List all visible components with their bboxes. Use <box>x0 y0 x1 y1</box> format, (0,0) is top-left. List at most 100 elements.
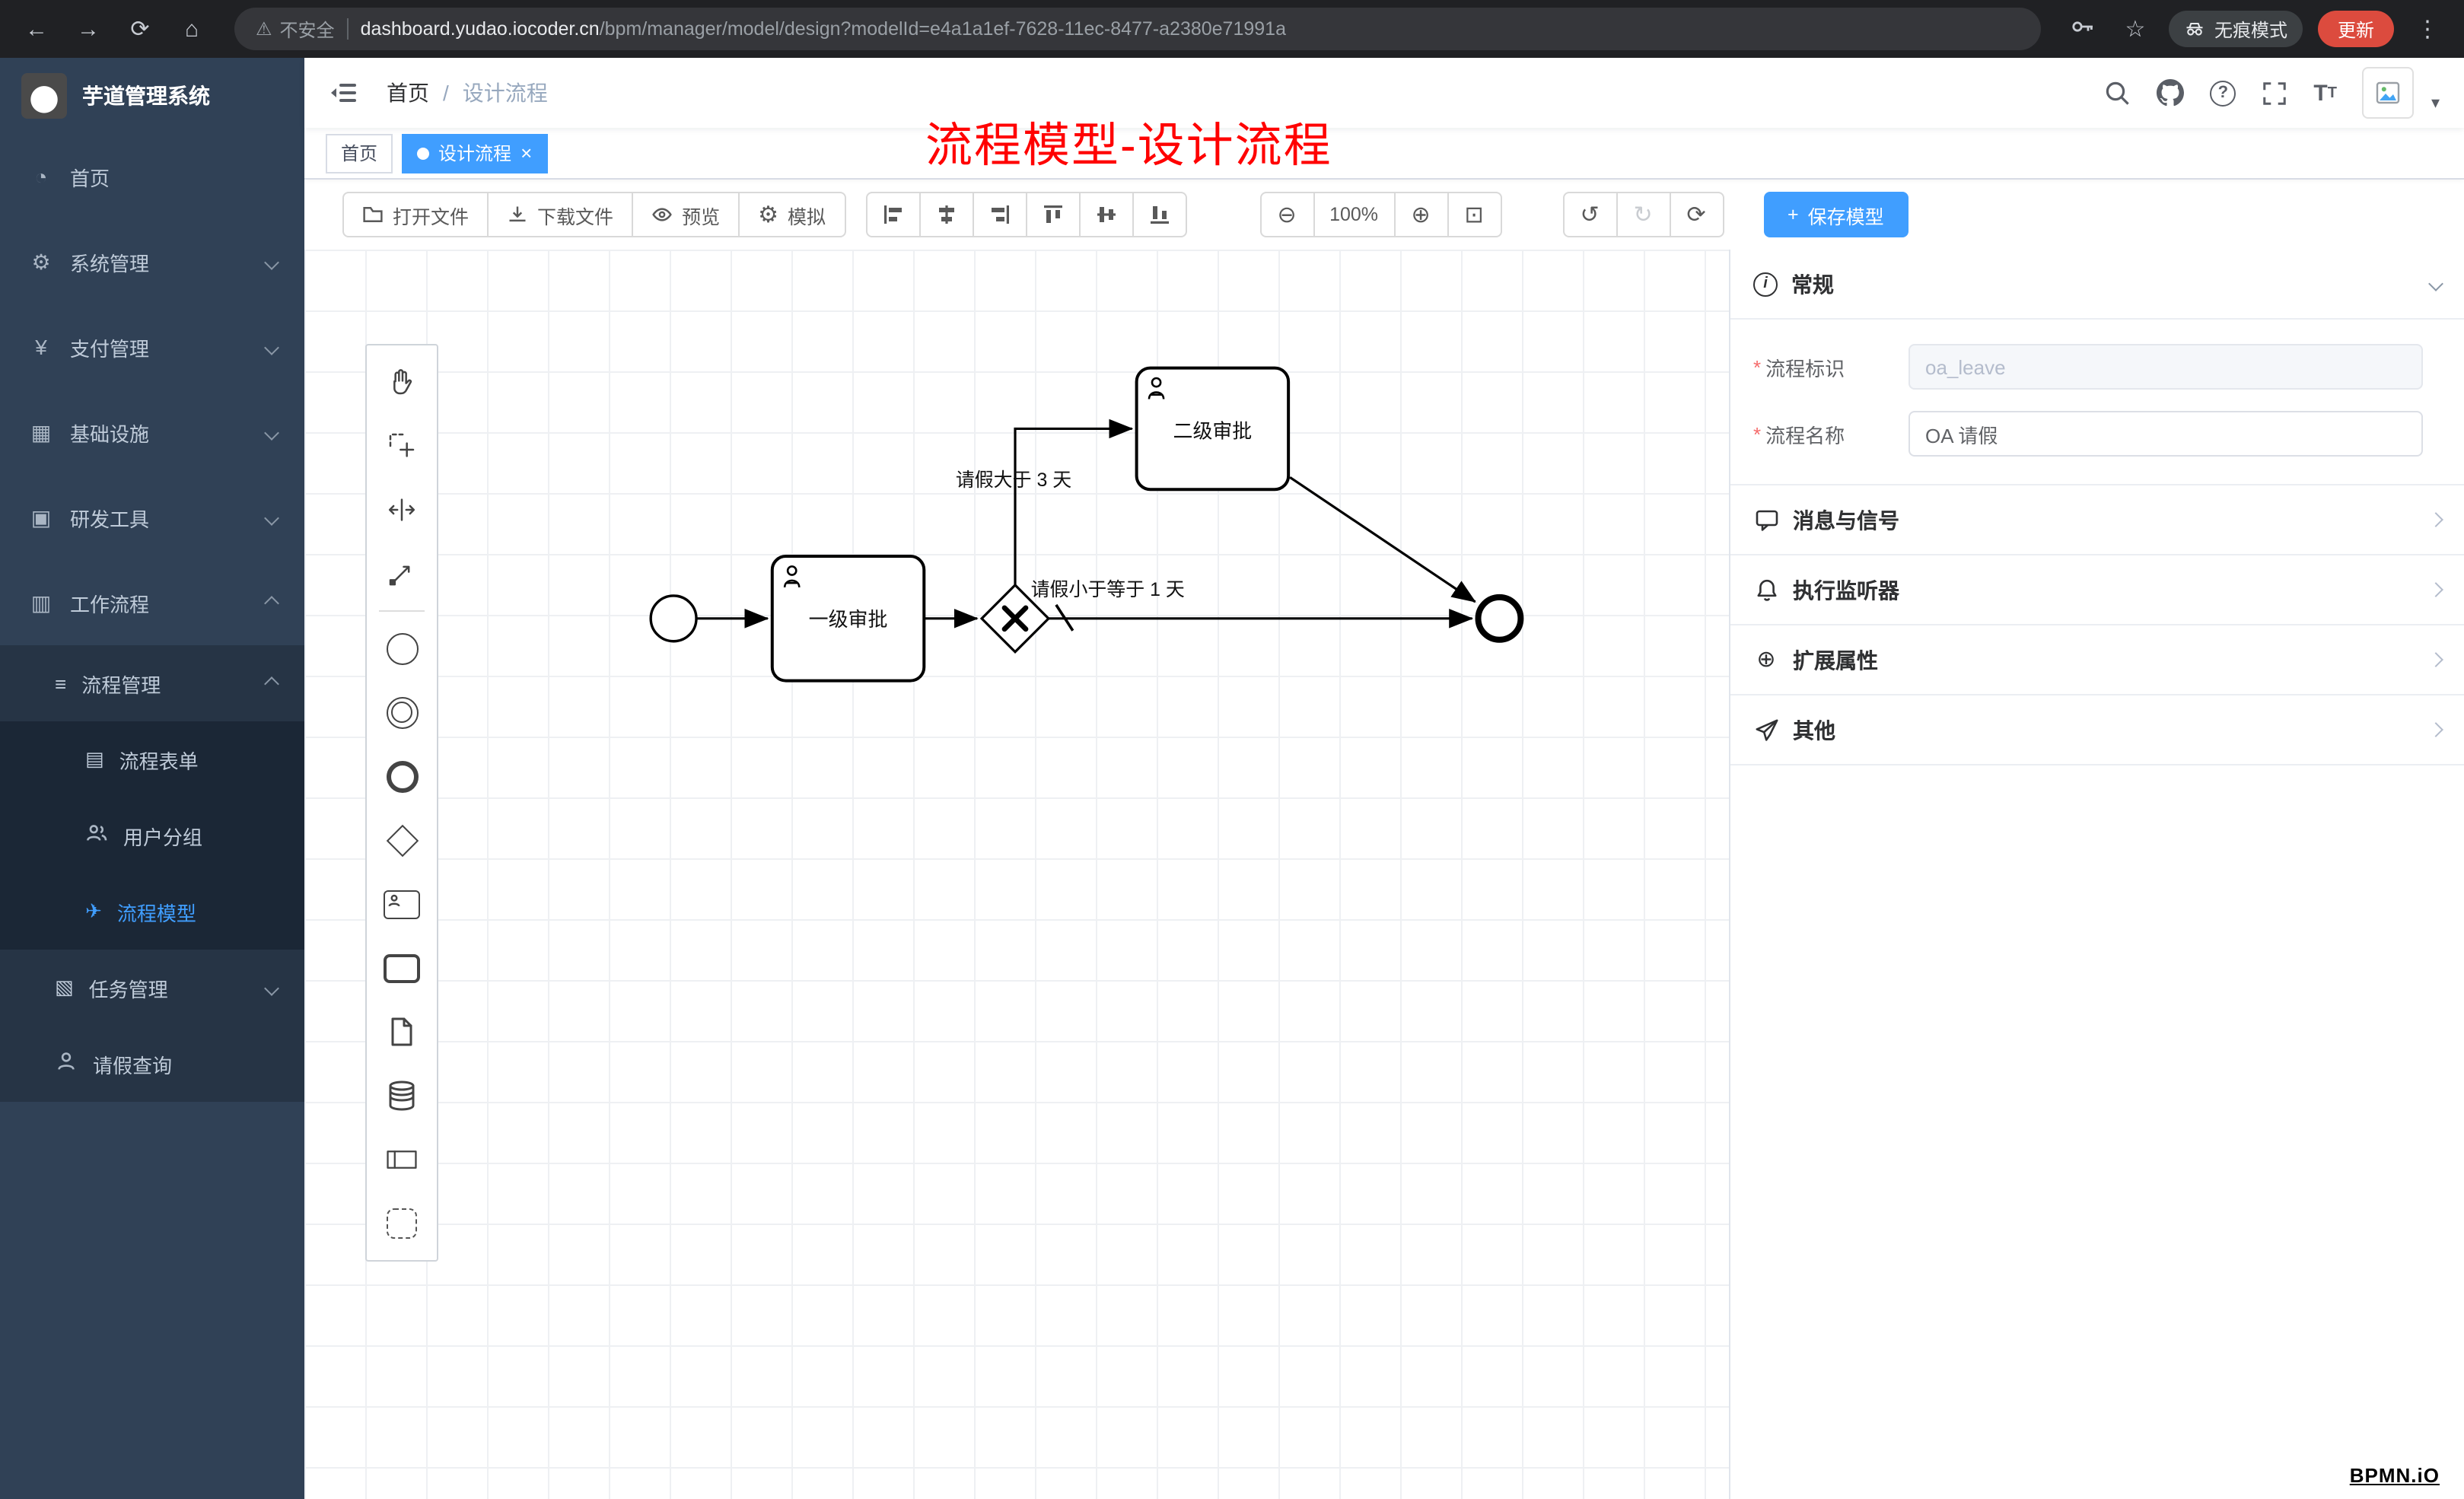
task-level1-approval[interactable]: 一级审批 <box>770 555 926 683</box>
space-tool[interactable] <box>370 478 434 542</box>
app-logo[interactable]: 芋道管理系统 <box>0 58 304 134</box>
sidebar-item-system[interactable]: ⚙ 系统管理 <box>0 219 304 304</box>
reload-icon[interactable]: ⟳ <box>130 17 150 43</box>
create-data-object[interactable] <box>370 1000 434 1064</box>
sidebar-item-user-group[interactable]: 用户分组 <box>0 797 304 874</box>
url-text: dashboard.yudao.iocoder.cn/bpm/manager/m… <box>361 18 1286 40</box>
bookmark-star-icon[interactable]: ☆ <box>2125 17 2146 43</box>
breadcrumb-home[interactable]: 首页 <box>387 81 429 105</box>
bpmn-io-watermark[interactable]: BPMN.iO <box>2349 1464 2440 1487</box>
process-key-input[interactable] <box>1908 344 2423 390</box>
sidebar-item-infra[interactable]: ▦ 基础设施 <box>0 390 304 475</box>
align-middle-button[interactable] <box>1078 192 1134 237</box>
end-event[interactable] <box>1475 594 1524 643</box>
required-asterisk: * <box>1753 355 1762 378</box>
condition-label-le[interactable]: 请假小于等于 1 天 <box>1031 579 1185 600</box>
condition-label-gt[interactable]: 请假大于 3 天 <box>956 469 1071 491</box>
save-model-button[interactable]: + 保存模型 <box>1763 192 1908 237</box>
zoom-level[interactable]: 100% <box>1313 192 1396 237</box>
create-end-event[interactable] <box>370 744 434 808</box>
github-icon[interactable] <box>2157 79 2185 107</box>
properties-panel: i 常规 *流程标识 *流程名称 <box>1729 250 2464 1499</box>
general-fields: *流程标识 *流程名称 <box>1730 320 2464 485</box>
back-icon[interactable]: ← <box>25 16 48 42</box>
sidebar-item-process-model[interactable]: ✈ 流程模型 <box>0 874 304 950</box>
field-process-key: *流程标识 <box>1753 344 2441 390</box>
section-other[interactable]: 其他 <box>1730 695 2464 765</box>
section-messages-signals[interactable]: 消息与信号 <box>1730 485 2464 555</box>
fullscreen-icon[interactable] <box>2262 80 2287 106</box>
align-button-group <box>865 192 1187 237</box>
simulate-button[interactable]: ⚙ 模拟 <box>738 192 846 237</box>
active-dot <box>417 147 430 159</box>
home-icon[interactable]: ⌂ <box>184 16 199 42</box>
app-title: 芋道管理系统 <box>82 84 210 108</box>
gear-icon: ⚙ <box>31 249 51 273</box>
incognito-label: 无痕模式 <box>2214 19 2287 40</box>
global-connect-tool[interactable] <box>370 542 434 606</box>
flow-gateway-to-task2[interactable] <box>1014 419 1134 585</box>
avatar[interactable] <box>2362 67 2415 119</box>
sidebar-item-devtools[interactable]: ▣ 研发工具 <box>0 475 304 560</box>
create-data-store[interactable] <box>370 1064 434 1128</box>
align-center-horizontal-button[interactable] <box>918 192 974 237</box>
yen-icon: ¥ <box>35 335 47 359</box>
task-level2-approval[interactable]: 二级审批 <box>1135 366 1291 492</box>
zoom-out-button[interactable]: ⊖ <box>1259 192 1315 237</box>
search-icon[interactable] <box>2103 79 2131 107</box>
sidebar-item-workflow[interactable]: ▥ 工作流程 <box>0 560 304 645</box>
bpmn-canvas[interactable]: 请假大于 3 天 请假小于等于 1 天 一级审批 <box>304 250 1729 1499</box>
menu-dots-icon[interactable]: ⋮ <box>2416 17 2439 43</box>
logo-avatar <box>21 73 67 119</box>
security-warning[interactable]: ⚠ 不安全 <box>256 16 335 42</box>
exclusive-gateway[interactable] <box>979 583 1051 654</box>
section-execution-listeners[interactable]: 执行监听器 <box>1730 555 2464 625</box>
create-call-activity[interactable] <box>370 936 434 1000</box>
sidebar-item-process-mgmt[interactable]: ≡ 流程管理 <box>0 645 304 721</box>
app-shell: 芋道管理系统 ◔ 首页 ⚙ 系统管理 ¥ 支付管理 ▦ 基础设施 <box>0 58 2464 1499</box>
close-icon[interactable]: × <box>520 142 533 164</box>
section-extended-attributes[interactable]: ⊕ 扩展属性 <box>1730 625 2464 695</box>
download-file-button[interactable]: 下载文件 <box>487 192 634 237</box>
flow-task2-to-end[interactable] <box>1289 476 1476 603</box>
restart-button[interactable]: ⟳ <box>1669 192 1724 237</box>
help-icon[interactable]: ? <box>2210 80 2236 106</box>
tags-view: 首页 设计流程 × <box>304 128 2464 180</box>
create-intermediate-event[interactable] <box>370 680 434 744</box>
avatar-caret-icon[interactable]: ▾ <box>2431 94 2440 113</box>
align-right-button[interactable] <box>972 192 1027 237</box>
zoom-in-button[interactable]: ⊕ <box>1393 192 1449 237</box>
sidebar-item-payment[interactable]: ¥ 支付管理 <box>0 304 304 390</box>
lasso-tool[interactable] <box>370 414 434 478</box>
tab-design-process[interactable]: 设计流程 × <box>402 133 548 173</box>
process-name-input[interactable] <box>1908 411 2423 457</box>
sidebar-item-task-mgmt[interactable]: ▧ 任务管理 <box>0 950 304 1026</box>
create-participant[interactable] <box>370 1128 434 1192</box>
sidebar-item-process-form[interactable]: ▤ 流程表单 <box>0 721 304 797</box>
preview-button[interactable]: 预览 <box>632 192 740 237</box>
field-process-name: *流程名称 <box>1753 411 2441 457</box>
sidebar-collapse-icon[interactable] <box>329 78 359 108</box>
align-left-button[interactable] <box>865 192 921 237</box>
open-file-button[interactable]: 打开文件 <box>342 192 489 237</box>
password-key-icon[interactable] <box>2065 13 2102 45</box>
forward-icon[interactable]: → <box>77 16 100 42</box>
start-event[interactable] <box>649 594 698 643</box>
sidebar-item-leave-query[interactable]: 请假查询 <box>0 1026 304 1102</box>
hand-tool[interactable] <box>370 350 434 414</box>
create-group[interactable] <box>370 1192 434 1256</box>
redo-button[interactable]: ↻ <box>1616 192 1671 237</box>
undo-button[interactable]: ↺ <box>1562 192 1618 237</box>
url-bar[interactable]: ⚠ 不安全 dashboard.yudao.iocoder.cn/bpm/man… <box>234 8 2041 50</box>
section-general[interactable]: i 常规 <box>1730 250 2464 320</box>
tab-home[interactable]: 首页 <box>326 133 393 173</box>
align-top-button[interactable] <box>1025 192 1081 237</box>
sidebar-item-home[interactable]: ◔ 首页 <box>0 134 304 219</box>
align-bottom-button[interactable] <box>1132 192 1187 237</box>
zoom-reset-button[interactable]: ⊡ <box>1447 192 1502 237</box>
create-user-task[interactable] <box>370 872 434 936</box>
create-start-event[interactable] <box>370 616 434 680</box>
chrome-update-button[interactable]: 更新 <box>2317 11 2394 47</box>
